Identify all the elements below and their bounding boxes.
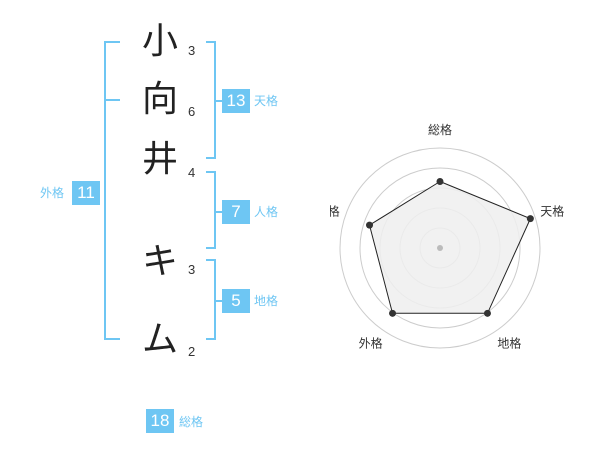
gaikaku-bracket-top bbox=[104, 41, 120, 43]
chikaku-bracket-top bbox=[206, 259, 216, 261]
name-char-5: ム bbox=[141, 319, 178, 360]
radar-axis-label: 総格 bbox=[428, 122, 452, 137]
jinkaku-bracket-top bbox=[206, 171, 216, 173]
radar-axis-label: 外格 bbox=[359, 335, 383, 350]
tenkaku-bracket-bottom bbox=[206, 157, 216, 159]
chikaku-badge: 5 bbox=[222, 289, 250, 313]
jinkaku-bracket bbox=[214, 171, 216, 249]
radar-points bbox=[366, 178, 534, 317]
name-char-2: 向 bbox=[141, 79, 178, 120]
tenkaku-label: 天格 bbox=[254, 94, 279, 108]
radar-point bbox=[436, 178, 444, 185]
tenkaku-bracket-tick bbox=[214, 100, 222, 102]
radar-point bbox=[483, 309, 491, 317]
radar-axis-label: 地格 bbox=[497, 335, 521, 350]
radar-point bbox=[389, 309, 397, 317]
soukaku-label: 総格 bbox=[179, 415, 204, 429]
radar-axis-label: 天格 bbox=[540, 204, 564, 219]
gaikaku-bracket-bottom bbox=[104, 338, 120, 340]
name-char-1: 小 bbox=[141, 21, 178, 62]
radar-point bbox=[526, 215, 534, 223]
stroke-count-2: 6 bbox=[188, 104, 196, 119]
chikaku-bracket bbox=[214, 259, 216, 340]
jinkaku-label: 人格 bbox=[254, 205, 279, 219]
radar-grid-ring bbox=[359, 167, 521, 329]
radar-grid-ring bbox=[339, 147, 541, 349]
jinkaku-bracket-tick bbox=[214, 211, 222, 213]
stroke-count-5: 2 bbox=[188, 344, 196, 359]
chikaku-bracket-bottom bbox=[206, 338, 216, 340]
soukaku-badge: 18 bbox=[146, 409, 174, 433]
gaikaku-label: 外格 bbox=[40, 186, 65, 200]
chikaku-bracket-tick bbox=[214, 300, 222, 302]
tenkaku-bracket-top bbox=[206, 41, 216, 43]
name-char-4: キ bbox=[141, 241, 178, 282]
radar-point bbox=[366, 221, 374, 229]
gaikaku-bracket-mid bbox=[104, 99, 120, 101]
name-char-3: 井 bbox=[141, 139, 178, 180]
jinkaku-badge: 7 bbox=[222, 200, 250, 224]
chikaku-label: 地格 bbox=[254, 294, 279, 308]
radar-polygon bbox=[368, 180, 532, 314]
stroke-count-4: 3 bbox=[188, 262, 196, 277]
gaikaku-badge: 11 bbox=[72, 181, 100, 205]
radar-center-dot bbox=[437, 245, 443, 251]
tenkaku-badge: 13 bbox=[222, 89, 250, 113]
stroke-count-1: 3 bbox=[188, 43, 196, 58]
stroke-count-3: 4 bbox=[188, 165, 196, 180]
gaikaku-bracket bbox=[104, 41, 106, 340]
jinkaku-bracket-bottom bbox=[206, 247, 216, 249]
radar-axis-label: 人格 bbox=[330, 204, 340, 219]
